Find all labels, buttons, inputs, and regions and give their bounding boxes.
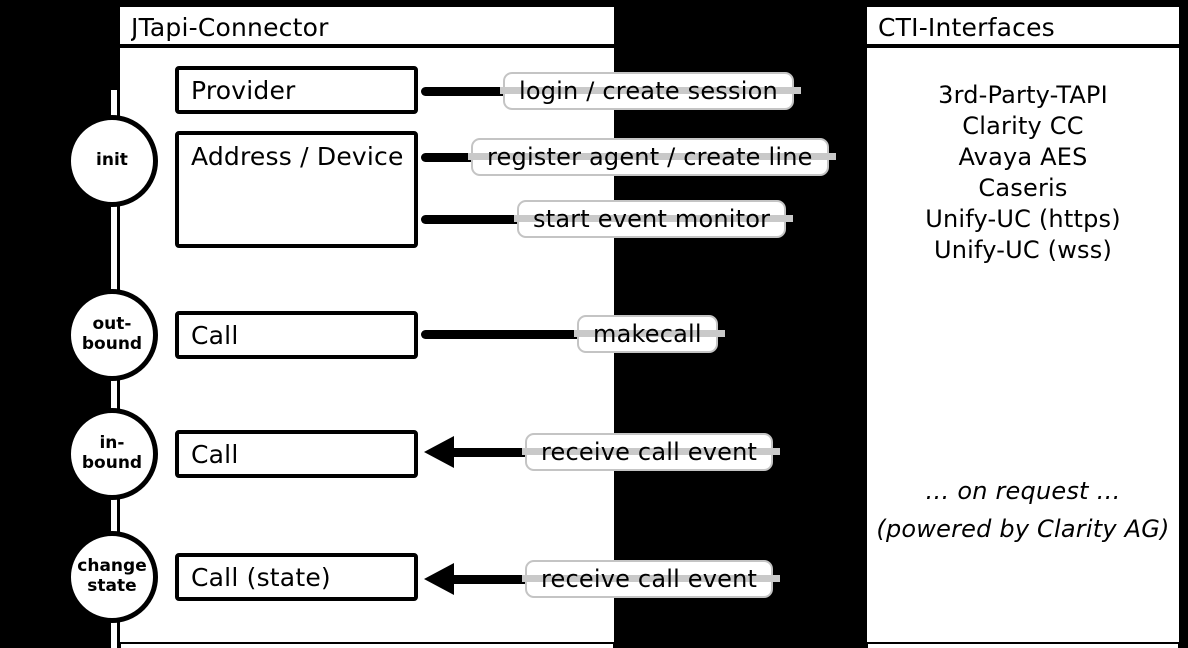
connector-label-receive-state: receive call event — [521, 560, 781, 598]
cti-interface-item: Avaya AES — [958, 143, 1088, 171]
cti-panel-title: CTI-Interfaces — [878, 13, 1055, 42]
node-address-device: Address / Device — [175, 131, 418, 248]
cti-interface-item: Unify-UC (https) — [925, 205, 1121, 233]
connector-line-receive-inbound — [446, 448, 529, 457]
connector-label-login: login / create session — [500, 72, 801, 110]
connector-line-makecall — [421, 330, 581, 339]
connector-label-monitor: start event monitor — [513, 200, 794, 238]
cti-powered-by-note: (powered by Clarity AG) — [876, 515, 1170, 543]
node-call-state: Call (state) — [175, 553, 418, 601]
cti-panel-bottom-edge — [868, 644, 1178, 648]
cti-interface-item: Clarity CC — [962, 112, 1084, 140]
cti-title-separator — [867, 44, 1179, 48]
node-provider: Provider — [175, 66, 418, 114]
node-call-outbound: Call — [175, 311, 418, 359]
connector-label-text: receive call event — [541, 565, 758, 593]
connector-label-receive-inbound: receive call event — [521, 433, 781, 471]
connector-line-register — [421, 153, 475, 162]
connector-label-register: register agent / create line — [468, 138, 836, 176]
node-call-inbound: Call — [175, 430, 418, 478]
jtapi-panel-bottom-edge — [121, 644, 613, 648]
cti-interface-item: Unify-UC (wss) — [933, 236, 1113, 264]
connector-label-text: start event monitor — [533, 205, 771, 233]
jtapi-panel-title: JTapi-Connector — [131, 13, 329, 42]
phase-circle-change-state: change state — [66, 531, 158, 623]
connector-label-text: receive call event — [541, 438, 758, 466]
connector-line-login — [421, 87, 509, 96]
cti-interface-item: 3rd-Party-TAPI — [938, 81, 1108, 109]
phase-circle-init: init — [66, 115, 158, 207]
cti-on-request-note: … on request … — [925, 477, 1121, 505]
phase-circle-outbound: out- bound — [66, 289, 158, 381]
cti-interface-item: Caseris — [978, 174, 1068, 202]
connector-label-text: register agent / create line — [487, 143, 813, 171]
connector-line-receive-state — [446, 575, 529, 584]
cti-interface-list: 3rd-Party-TAPI Clarity CC Avaya AES Case… — [868, 80, 1178, 266]
jtapi-title-separator — [120, 44, 614, 48]
cti-interfaces-panel: CTI-Interfaces — [864, 4, 1182, 645]
connector-label-text: makecall — [593, 320, 702, 348]
connector-line-monitor — [421, 215, 521, 224]
connector-label-makecall: makecall — [574, 315, 725, 353]
connector-label-text: login / create session — [519, 77, 778, 105]
phase-circle-inbound: in- bound — [66, 408, 158, 500]
